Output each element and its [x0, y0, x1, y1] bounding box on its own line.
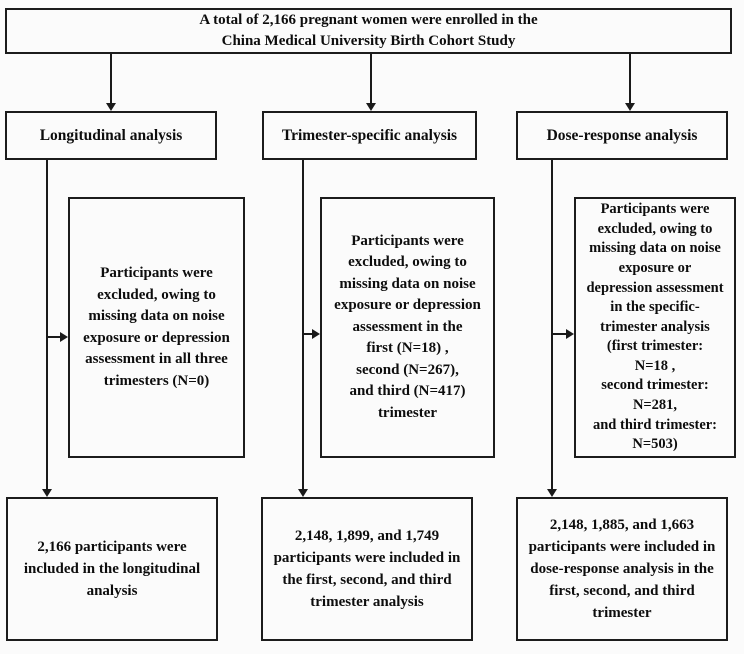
exclusion-box-trimester: Participants were excluded, owing to mis…	[320, 197, 495, 458]
exclusion-box-longitudinal: Participants were excluded, owing to mis…	[68, 197, 245, 458]
enrollment-box: A total of 2,166 pregnant women were enr…	[5, 8, 732, 54]
arrow-head-longitudinal-result	[42, 489, 52, 497]
arrow-stem-title-to-longitudinal	[110, 54, 112, 104]
arrow-head-trimester-result	[298, 489, 308, 497]
flow-line-trimester	[302, 160, 304, 490]
branch-line-trimester-exclusion	[302, 333, 313, 335]
branch-arrow-longitudinal-exclusion	[60, 332, 68, 342]
branch-arrow-dose-exclusion	[566, 329, 574, 339]
flow-line-longitudinal	[46, 160, 48, 490]
arrow-head-title-to-trimester	[366, 103, 376, 111]
branch-line-longitudinal-exclusion	[46, 336, 61, 338]
branch-line-dose-exclusion	[551, 333, 567, 335]
result-box-longitudinal: 2,166 participants were included in the …	[6, 497, 218, 641]
flow-line-dose	[551, 160, 553, 490]
arrow-head-dose-result	[547, 489, 557, 497]
arrow-stem-title-to-trimester	[370, 54, 372, 104]
header-box-longitudinal: Longitudinal analysis	[5, 111, 217, 160]
header-box-trimester: Trimester-specific analysis	[262, 111, 477, 160]
exclusion-box-dose: Participants were excluded, owing to mis…	[574, 197, 736, 458]
result-box-trimester: 2,148, 1,899, and 1,749 participants wer…	[261, 497, 473, 641]
branch-arrow-trimester-exclusion	[312, 329, 320, 339]
arrow-head-title-to-longitudinal	[106, 103, 116, 111]
arrow-stem-title-to-dose	[629, 54, 631, 104]
result-box-dose: 2,148, 1,885, and 1,663 participants wer…	[516, 497, 728, 641]
header-box-dose: Dose-response analysis	[516, 111, 728, 160]
arrow-head-title-to-dose	[625, 103, 635, 111]
